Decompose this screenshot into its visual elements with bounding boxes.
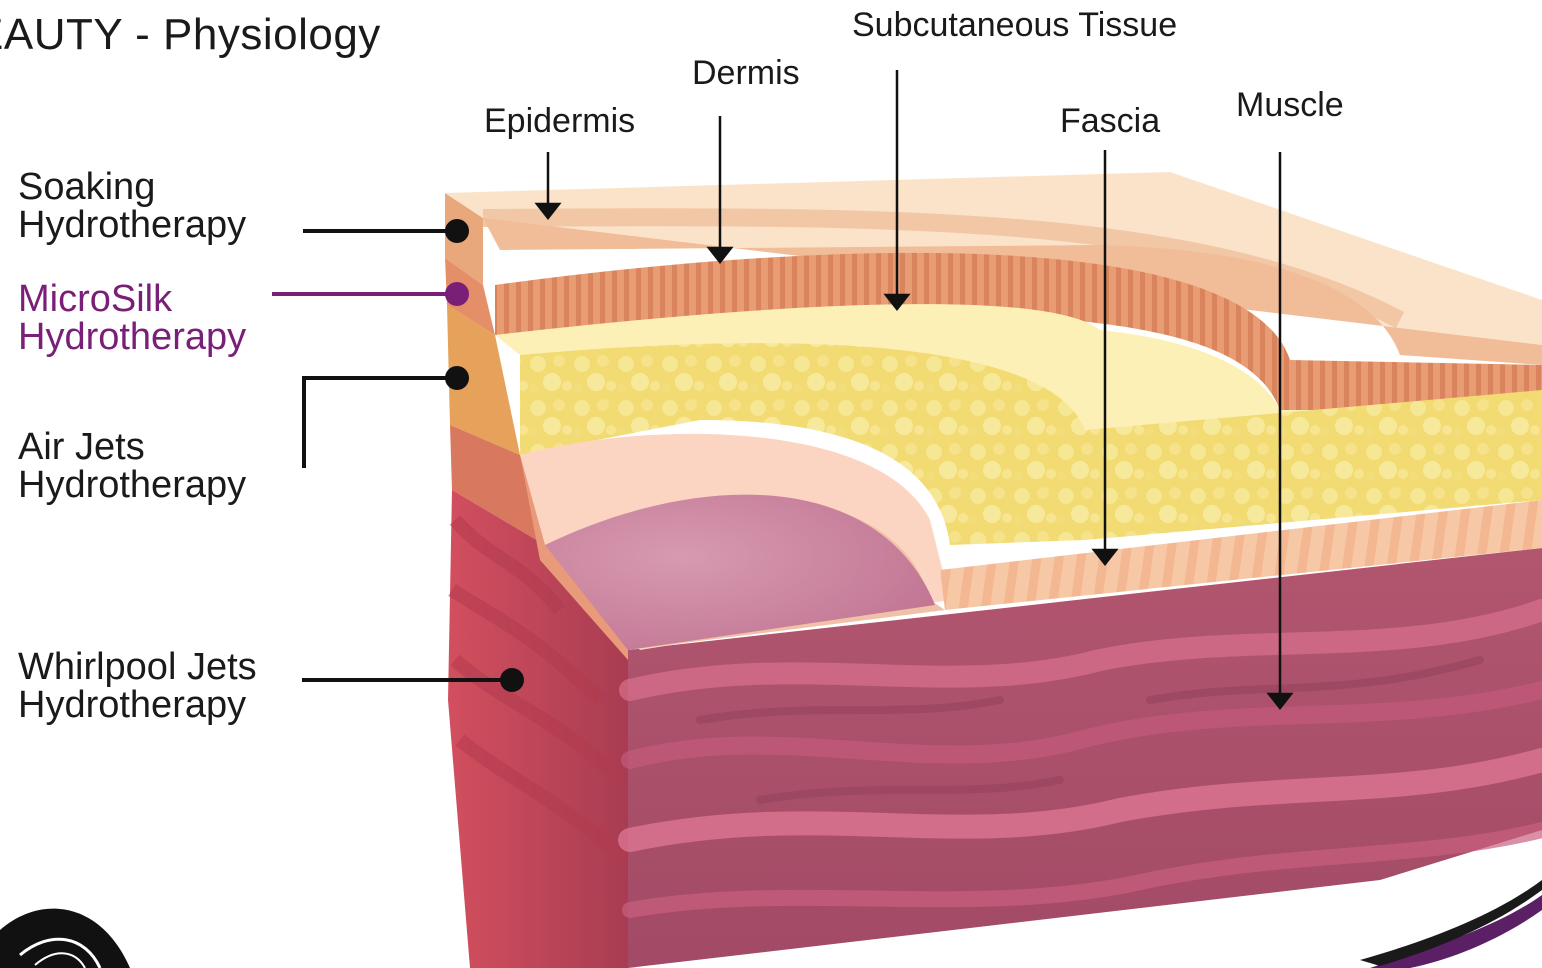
microsilk-connector — [272, 282, 469, 306]
label-fascia: Fascia — [1060, 102, 1160, 141]
brand-logo-fragment — [0, 909, 130, 968]
label-dermis: Dermis — [692, 54, 800, 93]
label-subcutaneous-tissue: Subcutaneous Tissue — [852, 6, 1177, 45]
therapy-air-jets-line1: Air Jets — [18, 428, 246, 466]
therapy-air-jets: Air Jets Hydrotherapy — [18, 428, 246, 504]
air-jets-connector — [304, 366, 469, 468]
label-epidermis: Epidermis — [484, 102, 635, 141]
therapy-soaking-line1: Soaking — [18, 168, 246, 206]
therapy-air-jets-line2: Hydrotherapy — [18, 466, 246, 504]
therapy-soaking-line2: Hydrotherapy — [18, 206, 246, 244]
therapy-microsilk: MicroSilk Hydrotherapy — [18, 280, 246, 356]
therapy-microsilk-line2: Hydrotherapy — [18, 318, 246, 356]
soaking-connector — [303, 219, 469, 243]
therapy-whirlpool-jets: Whirlpool Jets Hydrotherapy — [18, 648, 257, 724]
therapy-soaking: Soaking Hydrotherapy — [18, 168, 246, 244]
therapy-whirlpool-line1: Whirlpool Jets — [18, 648, 257, 686]
therapy-whirlpool-line2: Hydrotherapy — [18, 686, 257, 724]
label-muscle: Muscle — [1236, 86, 1344, 125]
brand-swoosh — [1360, 880, 1542, 968]
therapy-microsilk-line1: MicroSilk — [18, 280, 246, 318]
